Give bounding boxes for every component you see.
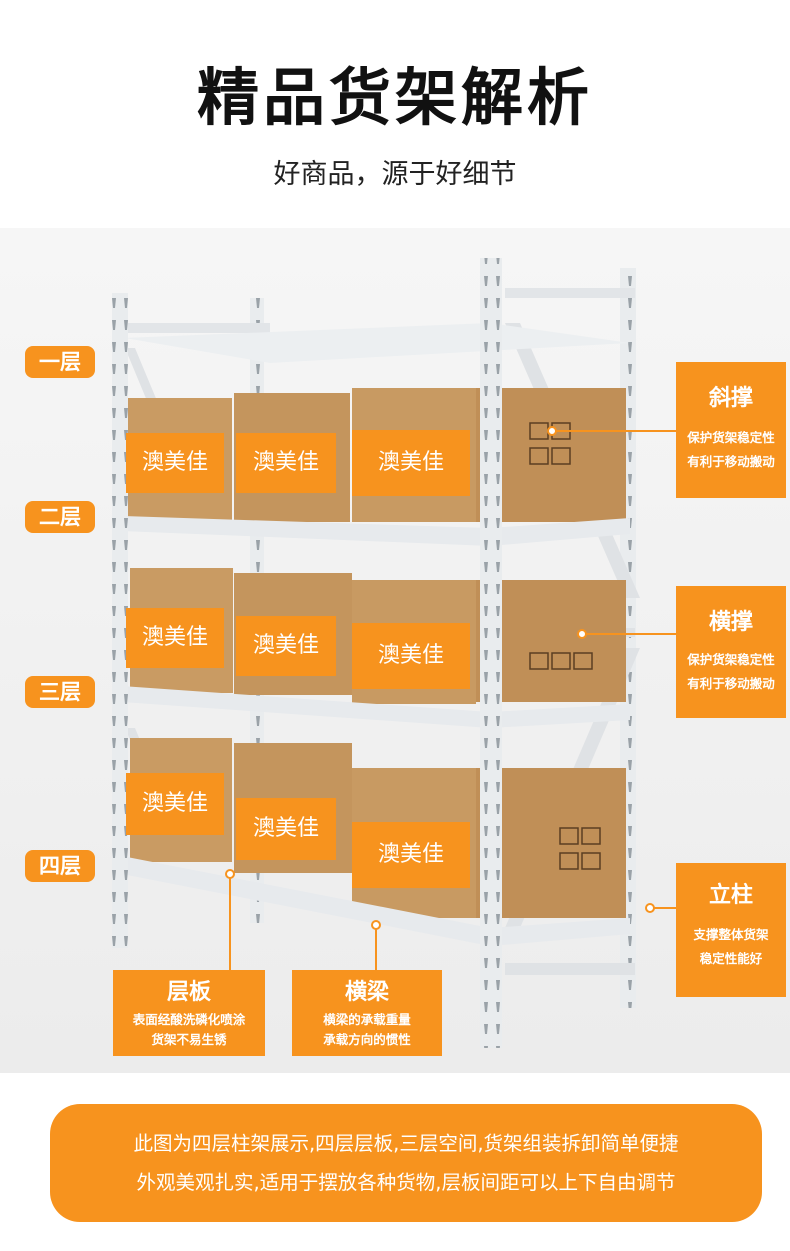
callout-desc: 稳定性能好 (699, 951, 763, 966)
footer-description-box: 此图为四层柱架展示,四层层板,三层空间,货架组装拆卸简单便捷 外观美观扎实,适用… (50, 1104, 762, 1222)
callout-title: 斜撑 (708, 386, 753, 411)
layer-tag-3: 三层 (25, 676, 95, 708)
callout-desc: 保护货架稳定性 (687, 430, 775, 445)
shelf-board-1 (122, 516, 630, 546)
shelf-board-2 (122, 686, 630, 728)
page-title: 精品货架解析 (196, 61, 593, 134)
callout-shelf-board: 层板 表面经酸洗磷化喷涂 货架不易生锈 (113, 970, 265, 1056)
front-upright-left (112, 293, 128, 948)
callout-desc: 承载方向的惯性 (323, 1032, 411, 1047)
box-handling-icons (529, 422, 601, 870)
front-upright-right (480, 258, 502, 1048)
callout-desc: 货架不易生锈 (151, 1032, 227, 1047)
callout-title: 横梁 (344, 980, 389, 1005)
callout-desc: 有利于移动搬动 (687, 676, 775, 691)
box-label: 澳美佳 (352, 623, 470, 689)
callout-title: 立柱 (708, 883, 753, 908)
box-label: 澳美佳 (236, 433, 336, 493)
box-label: 澳美佳 (126, 433, 224, 493)
callout-crossbar: 横撑 保护货架稳定性 有利于移动搬动 (676, 586, 786, 718)
callout-desc: 支撑整体货架 (693, 927, 769, 942)
box-label: 澳美佳 (236, 616, 336, 676)
callout-desc: 表面经酸洗磷化喷涂 (132, 1012, 246, 1027)
callout-desc: 保护货架稳定性 (687, 652, 775, 667)
callout-title: 层板 (166, 980, 211, 1005)
callout-beam: 横梁 横梁的承载重量 承载方向的惯性 (292, 970, 442, 1056)
box-label: 澳美佳 (236, 798, 336, 860)
callout-upright: 立柱 支撑整体货架 稳定性能好 (676, 863, 786, 997)
layer-tag-1: 一层 (25, 346, 95, 378)
shelf-board-3 (122, 856, 630, 946)
callout-desc: 有利于移动搬动 (687, 454, 775, 469)
footer-line-2: 外观美观扎实,适用于摆放各种货物,层板间距可以上下自由调节 (136, 1171, 676, 1194)
layer-tag-4: 四层 (25, 850, 95, 882)
box-label: 澳美佳 (352, 822, 470, 888)
product-image-area: 澳美佳 澳美佳 澳美佳 澳美佳 澳美佳 澳美佳 澳美佳 澳美佳 澳美佳 一层 二… (0, 228, 790, 1073)
callout-title: 横撑 (708, 610, 753, 635)
layer-tag-2: 二层 (25, 501, 95, 533)
footer-line-1: 此图为四层柱架展示,四层层板,三层空间,货架组装拆卸简单便捷 (133, 1132, 679, 1155)
box-label: 澳美佳 (126, 608, 224, 668)
box-label: 澳美佳 (352, 430, 470, 496)
box-label: 澳美佳 (126, 773, 224, 835)
top-beam (125, 323, 630, 363)
callout-desc: 横梁的承载重量 (323, 1012, 411, 1027)
page-subtitle: 好商品，源于好细节 (273, 159, 517, 190)
callout-diagonal-brace: 斜撑 保护货架稳定性 有利于移动搬动 (676, 362, 786, 498)
